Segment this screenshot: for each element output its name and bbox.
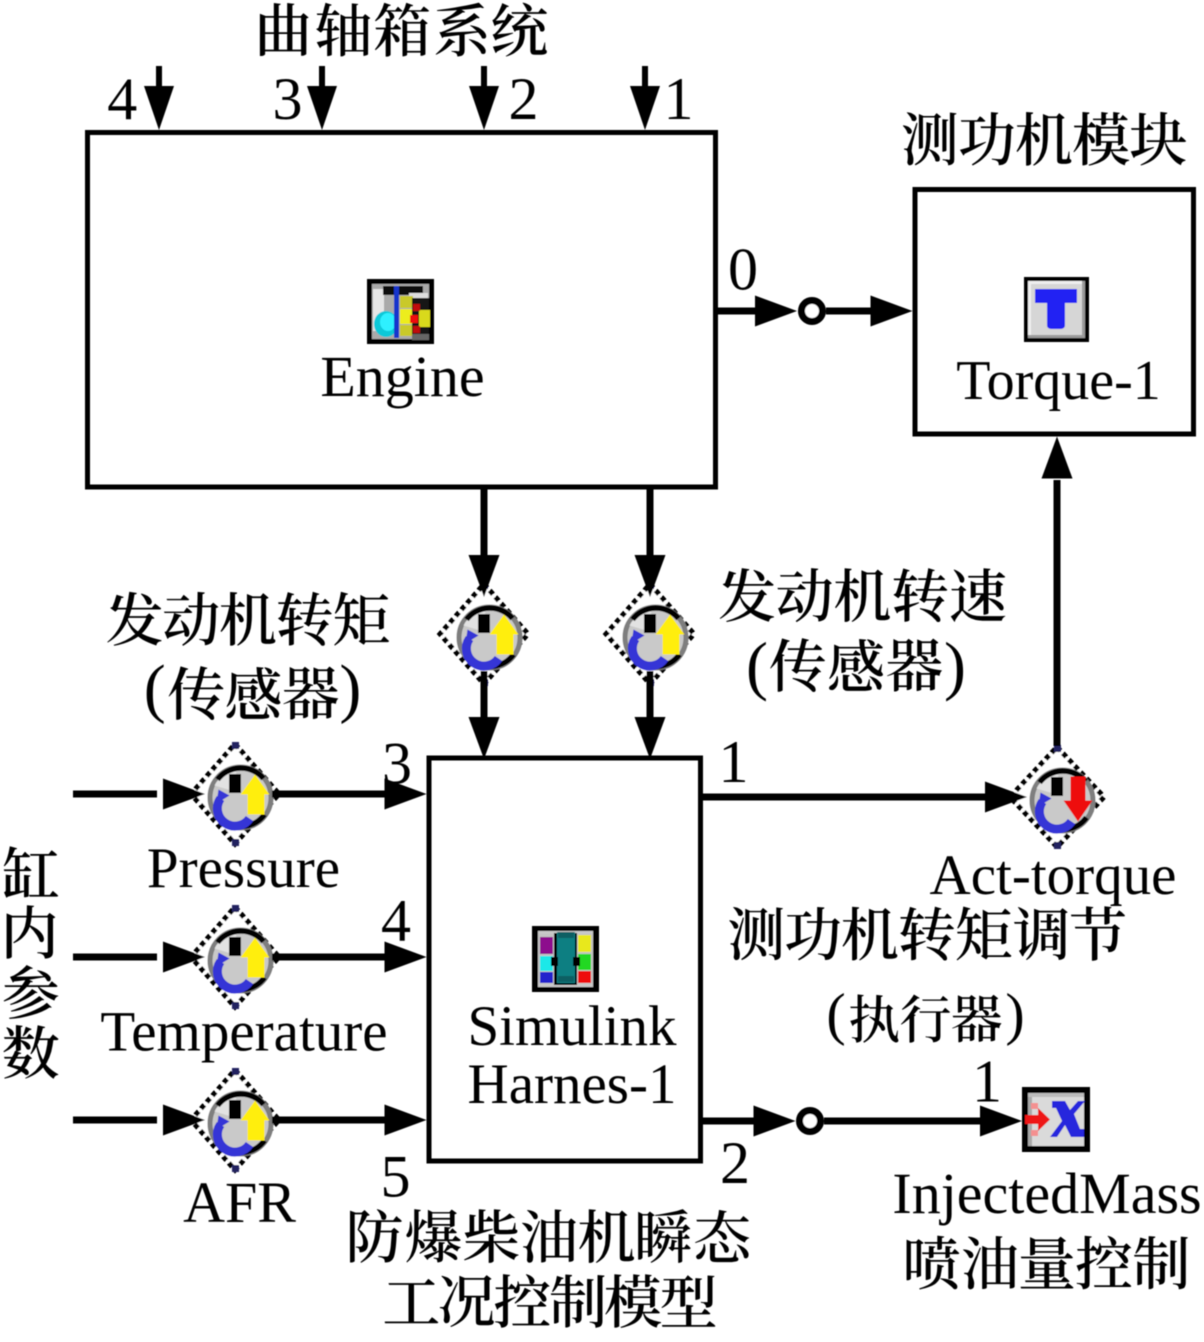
svg-text:Pressure: Pressure: [147, 837, 340, 900]
svg-text:): ): [944, 630, 966, 703]
svg-text:(: (: [746, 630, 768, 703]
svg-text:(: (: [826, 981, 845, 1046]
svg-text:(: (: [144, 652, 166, 725]
svg-text:Simulink: Simulink: [467, 995, 677, 1058]
svg-text:3: 3: [382, 731, 412, 797]
svg-text:1: 1: [972, 1049, 1002, 1115]
svg-text:Torque-1: Torque-1: [956, 350, 1160, 412]
svg-text:Harnes-1: Harnes-1: [468, 1053, 677, 1116]
svg-text:1: 1: [719, 729, 749, 795]
svg-text:Act-torque: Act-torque: [930, 844, 1177, 907]
svg-text:): ): [339, 652, 361, 725]
svg-text:3: 3: [273, 66, 303, 132]
svg-text:AFR: AFR: [183, 1170, 296, 1235]
svg-text:0: 0: [728, 237, 758, 303]
svg-text:5: 5: [381, 1144, 411, 1210]
svg-text:2: 2: [720, 1130, 750, 1196]
svg-text:Temperature: Temperature: [100, 1001, 387, 1064]
svg-text:2: 2: [509, 66, 539, 132]
svg-text:1: 1: [664, 66, 694, 132]
svg-text:): ): [1005, 981, 1024, 1046]
svg-text:Engine: Engine: [320, 344, 484, 409]
svg-text:4: 4: [381, 888, 411, 954]
svg-text:InjectedMass: InjectedMass: [892, 1161, 1201, 1226]
svg-text:4: 4: [107, 66, 137, 132]
